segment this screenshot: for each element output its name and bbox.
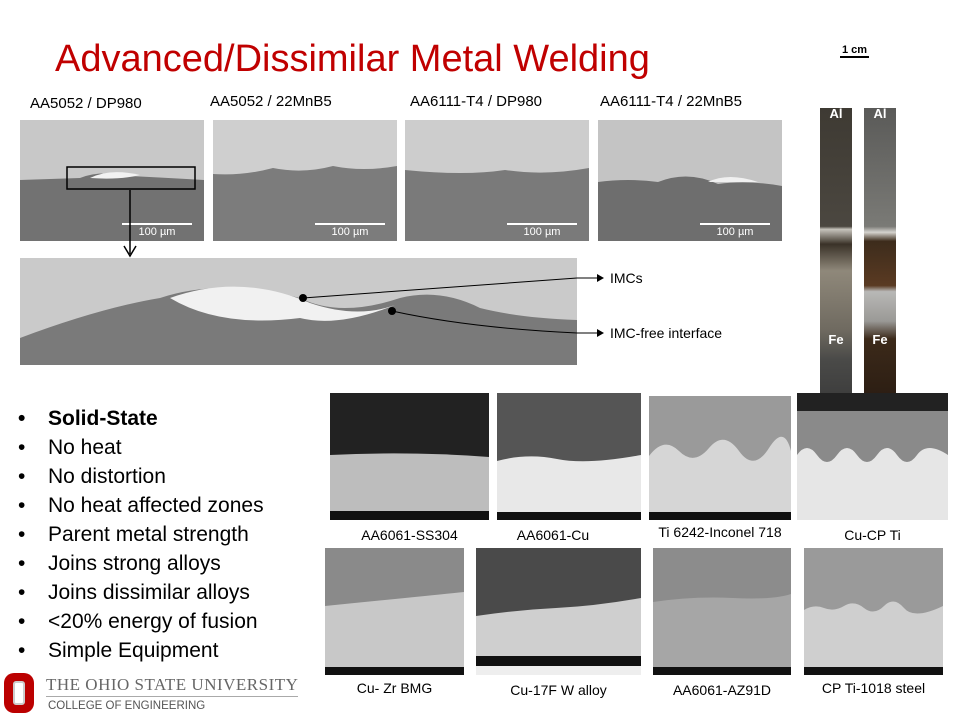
micrograph-enlarged-interface xyxy=(20,258,577,365)
scale-bar: 100 µm xyxy=(122,223,192,238)
label-fe: Fe xyxy=(828,332,844,347)
weld-strip-photo: 1 cm Al Al Fe Fe xyxy=(812,42,907,404)
list-item: Simple Equipment xyxy=(18,636,264,665)
caption-cu-zrbmg: Cu- Zr BMG xyxy=(356,680,433,696)
micrograph-ti6242-inconel718 xyxy=(649,396,791,520)
micrograph-cpti-1018steel xyxy=(804,548,943,675)
label-aa6111-22mnb5: AA6111-T4 / 22MnB5 xyxy=(600,93,743,110)
list-item: No heat affected zones xyxy=(18,491,264,520)
scale-1cm: 1 cm xyxy=(840,44,870,58)
label-aa5052-22mnb5: AA5052 / 22MnB5 xyxy=(210,93,332,110)
list-item: Joins strong alloys xyxy=(18,549,264,578)
list-item: Joins dissimilar alloys xyxy=(18,578,264,607)
caption-aa6061-az91d: AA6061-AZ91D xyxy=(672,682,772,698)
scale-bar: 100 µm xyxy=(700,223,770,238)
micrograph-aa6061-cu xyxy=(497,393,641,520)
micrograph-cu-zrbmg xyxy=(325,548,464,675)
label-al: Al xyxy=(829,106,843,121)
micrograph-cu-cpti xyxy=(797,393,948,520)
osu-block-o-logo xyxy=(4,673,34,713)
micrograph-aa6111-dp980: 100 µm xyxy=(405,120,589,241)
caption-ti6242-inconel718: Ti 6242-Inconel 718 xyxy=(658,524,782,540)
caption-cu-cpti: Cu-CP Ti xyxy=(844,527,901,543)
list-item: Parent metal strength xyxy=(18,520,264,549)
micrograph-aa6111-22mnb5: 100 µm xyxy=(598,120,782,241)
label-aa5052-dp980: AA5052 / DP980 xyxy=(30,95,142,112)
micrograph-aa6061-ss304 xyxy=(330,393,489,520)
list-item: No distortion xyxy=(18,462,264,491)
caption-aa6061-cu: AA6061-Cu xyxy=(516,527,590,543)
feature-list: Solid-State No heat No distortion No hea… xyxy=(18,404,264,665)
label-fe: Fe xyxy=(872,332,888,347)
slide-title: Advanced/Dissimilar Metal Welding xyxy=(55,38,650,80)
college-name: COLLEGE OF ENGINEERING xyxy=(48,700,206,712)
micrograph-aa5052-dp980: 100 µm xyxy=(20,120,204,241)
micrograph-aa5052-22mnb5: 100 µm xyxy=(213,120,397,241)
micrograph-cu-17fw xyxy=(476,548,641,675)
list-item: No heat xyxy=(18,433,264,462)
caption-aa6061-ss304: AA6061-SS304 xyxy=(361,527,458,543)
university-name: THE OHIO STATE UNIVERSITY xyxy=(46,675,299,697)
callout-arrows xyxy=(577,274,604,337)
callout-imc-free: IMC-free interface xyxy=(610,325,723,341)
label-al: Al xyxy=(873,106,887,121)
scale-bar: 100 µm xyxy=(507,223,577,238)
micrograph-aa6061-az91d xyxy=(653,548,791,675)
caption-cu-17fw: Cu-17F W alloy xyxy=(510,682,607,698)
list-item: <20% energy of fusion xyxy=(18,607,264,636)
list-item: Solid-State xyxy=(18,404,264,433)
label-aa6111-dp980: AA6111-T4 / DP980 xyxy=(410,93,543,110)
arrow-down-icon xyxy=(123,190,137,258)
scale-bar: 100 µm xyxy=(315,223,385,238)
caption-cpti-1018steel: CP Ti-1018 steel xyxy=(821,680,926,696)
callout-imcs: IMCs xyxy=(610,270,643,286)
